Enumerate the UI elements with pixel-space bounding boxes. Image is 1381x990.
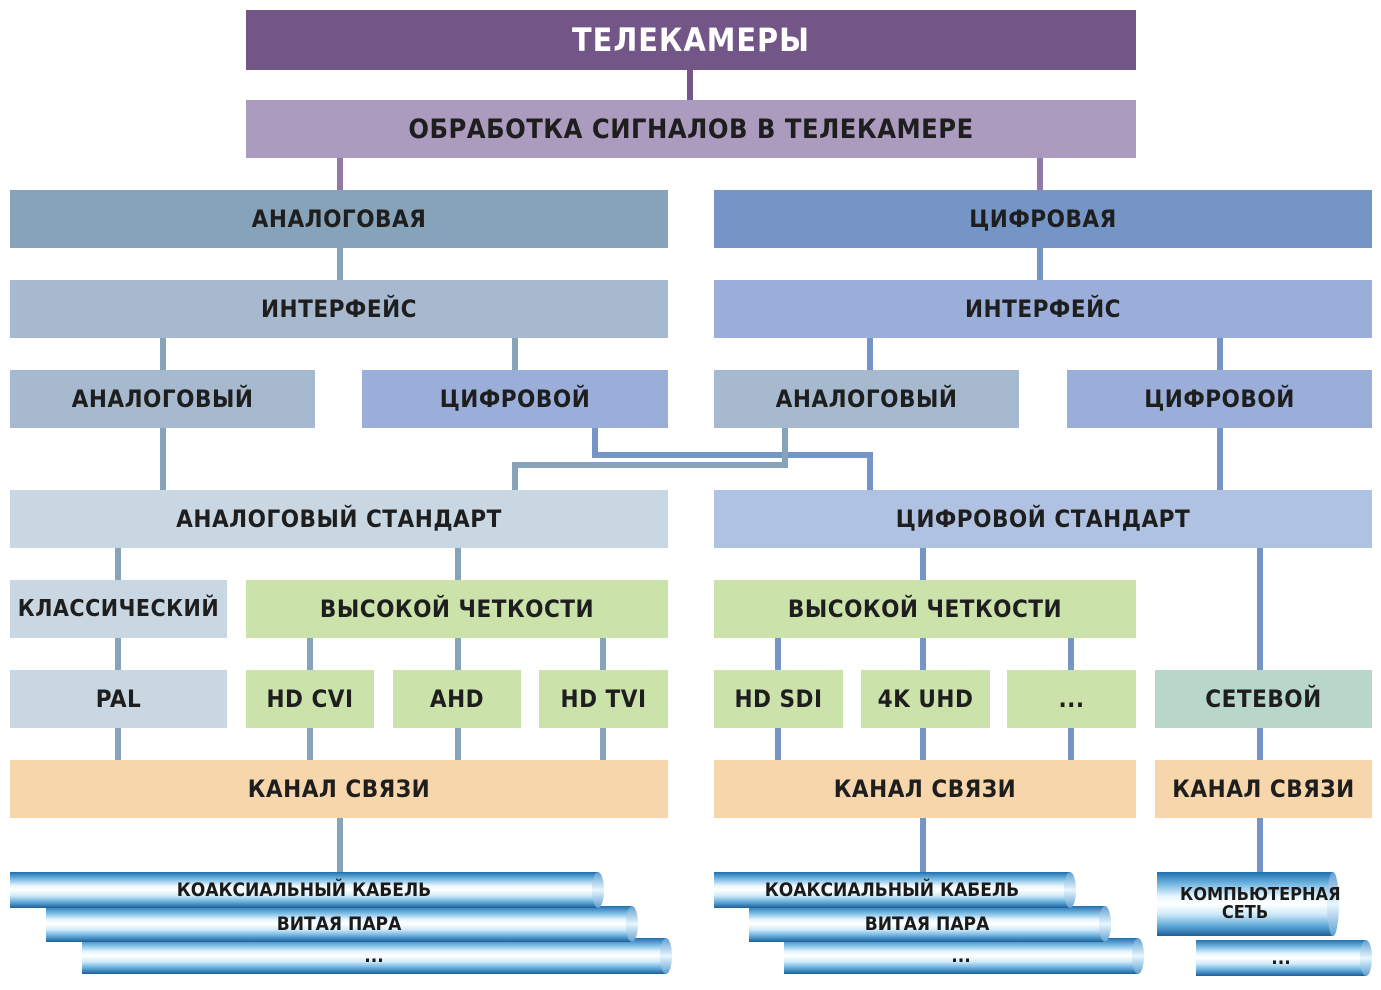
analog-branch-box: АНАЛОГОВАЯ xyxy=(10,190,668,248)
more-formats-box: ... xyxy=(1007,670,1136,728)
digital-interface-label: ИНТЕРФЕЙС xyxy=(964,295,1122,323)
analog-interface-box: ИНТЕРФЕЙС xyxy=(10,280,668,338)
classic-box: КЛАССИЧЕСКИЙ xyxy=(10,580,227,638)
title-box: ТЕЛЕКАМЕРЫ xyxy=(246,10,1136,70)
pal-box: PAL xyxy=(10,670,227,728)
network-label: СЕТЕВОЙ xyxy=(1205,685,1322,713)
ahd-label: AHD xyxy=(429,685,485,713)
network-media-label: ... xyxy=(1271,946,1291,969)
digital-hd-box: ВЫСОКОЙ ЧЕТКОСТИ xyxy=(714,580,1136,638)
hd-tvi-box: HD TVI xyxy=(539,670,668,728)
analog-hd-box: ВЫСОКОЙ ЧЕТКОСТИ xyxy=(246,580,668,638)
more-formats-label: ... xyxy=(1058,685,1085,713)
digital-branch-box: ЦИФРОВАЯ xyxy=(714,190,1372,248)
digital-branch-label: ЦИФРОВАЯ xyxy=(969,205,1117,233)
hd-tvi-label: HD TVI xyxy=(560,685,647,713)
digital-standard-label: ЦИФРОВОЙ СТАНДАРТ xyxy=(895,505,1191,533)
processing-label: ОБРАБОТКА СИГНАЛОВ В ТЕЛЕКАМЕРЕ xyxy=(408,113,974,145)
analog-media-pipe: КОАКСИАЛЬНЫЙ КАБЕЛЬ xyxy=(10,872,604,908)
analog-iface-analog-box: АНАЛОГОВЫЙ xyxy=(10,370,315,428)
analog-media-label: ВИТАЯ ПАРА xyxy=(276,912,402,935)
digital-media-pipe: ВИТАЯ ПАРА xyxy=(749,906,1111,942)
uhd-4k-box: 4K UHD xyxy=(861,670,990,728)
processing-box: ОБРАБОТКА СИГНАЛОВ В ТЕЛЕКАМЕРЕ xyxy=(246,100,1136,158)
digital-interface-box: ИНТЕРФЕЙС xyxy=(714,280,1372,338)
analog-iface-digital-box: ЦИФРОВОЙ xyxy=(362,370,668,428)
analog-iface-analog-label: АНАЛОГОВЫЙ xyxy=(71,385,254,413)
network-media-label: КОМПЬЮТЕРНАЯ СЕТЬ xyxy=(1180,884,1341,923)
network-box: СЕТЕВОЙ xyxy=(1155,670,1372,728)
analog-standard-label: АНАЛОГОВЫЙ СТАНДАРТ xyxy=(176,505,502,533)
digital-media-pipe: КОАКСИАЛЬНЫЙ КАБЕЛЬ xyxy=(714,872,1076,908)
network-channel-label: КАНАЛ СВЯЗИ xyxy=(1172,775,1355,803)
digital-media-pipe: ... xyxy=(784,938,1144,974)
digital-channel-label: КАНАЛ СВЯЗИ xyxy=(833,775,1017,803)
digital-iface-analog-label: АНАЛОГОВЫЙ xyxy=(775,385,958,413)
ahd-box: AHD xyxy=(393,670,521,728)
hd-cvi-label: HD CVI xyxy=(266,685,354,713)
analog-media-pipe: ВИТАЯ ПАРА xyxy=(46,906,638,942)
analog-channel-box: КАНАЛ СВЯЗИ xyxy=(10,760,668,818)
digital-iface-digital-box: ЦИФРОВОЙ xyxy=(1067,370,1372,428)
digital-media-label: ... xyxy=(951,944,971,967)
title-label: ТЕЛЕКАМЕРЫ xyxy=(572,21,810,59)
network-channel-box: КАНАЛ СВЯЗИ xyxy=(1155,760,1372,818)
analog-iface-digital-label: ЦИФРОВОЙ xyxy=(439,385,591,413)
classic-label: КЛАССИЧЕСКИЙ xyxy=(17,596,220,622)
digital-hd-label: ВЫСОКОЙ ЧЕТКОСТИ xyxy=(787,595,1063,623)
digital-media-label: ВИТАЯ ПАРА xyxy=(864,912,990,935)
analog-media-label: ... xyxy=(364,944,384,967)
digital-iface-digital-label: ЦИФРОВОЙ xyxy=(1144,385,1295,413)
network-media-pipe: ... xyxy=(1196,940,1372,976)
analog-interface-label: ИНТЕРФЕЙС xyxy=(260,295,418,323)
digital-channel-box: КАНАЛ СВЯЗИ xyxy=(714,760,1136,818)
hd-sdi-box: HD SDI xyxy=(714,670,843,728)
uhd-4k-label: 4K UHD xyxy=(877,685,974,713)
digital-iface-analog-box: АНАЛОГОВЫЙ xyxy=(714,370,1019,428)
digital-media-label: КОАКСИАЛЬНЫЙ КАБЕЛЬ xyxy=(764,878,1020,901)
hd-cvi-box: HD CVI xyxy=(246,670,374,728)
analog-channel-label: КАНАЛ СВЯЗИ xyxy=(247,775,431,803)
hd-sdi-label: HD SDI xyxy=(734,685,823,713)
analog-branch-label: АНАЛОГОВАЯ xyxy=(251,205,427,233)
pal-label: PAL xyxy=(95,685,142,713)
analog-standard-box: АНАЛОГОВЫЙ СТАНДАРТ xyxy=(10,490,668,548)
digital-standard-box: ЦИФРОВОЙ СТАНДАРТ xyxy=(714,490,1372,548)
analog-media-pipe: ... xyxy=(82,938,672,974)
network-media-pipe: КОМПЬЮТЕРНАЯ СЕТЬ xyxy=(1157,872,1341,936)
analog-media-label: КОАКСИАЛЬНЫЙ КАБЕЛЬ xyxy=(176,878,432,901)
analog-hd-label: ВЫСОКОЙ ЧЕТКОСТИ xyxy=(319,595,595,623)
